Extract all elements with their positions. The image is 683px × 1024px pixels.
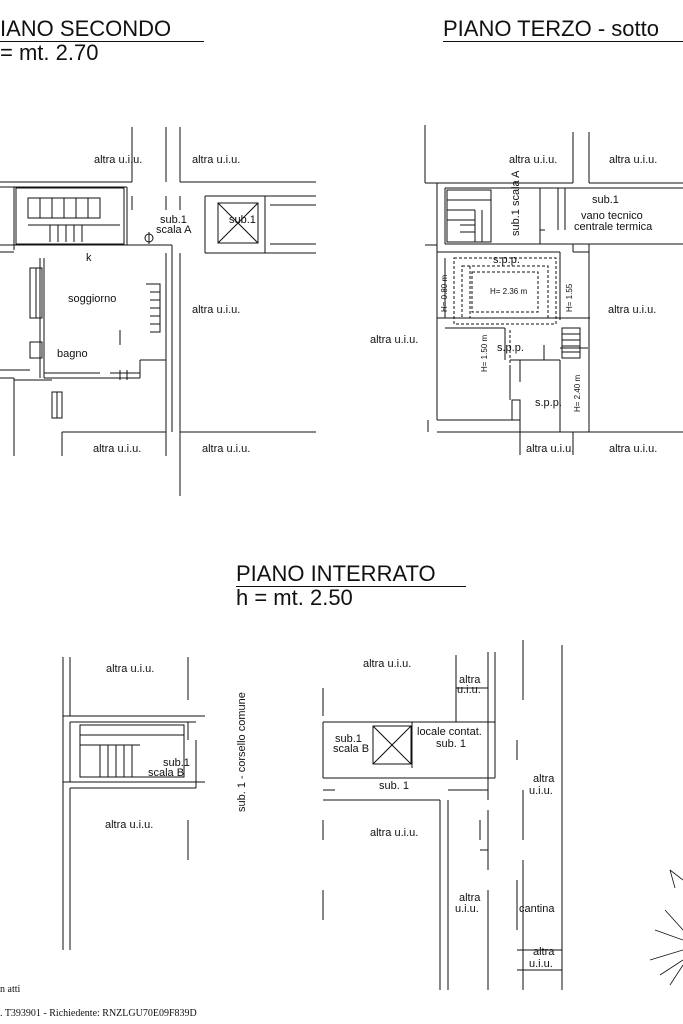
interrato-label-altra-uiu-2: altra u.i.u. — [105, 819, 154, 831]
terzo-label-spp-3: s.p.p. — [535, 397, 562, 409]
secondo-label-k: k — [86, 252, 92, 264]
secondo-label-altra-uiu-3: altra u.i.u. — [192, 304, 241, 316]
interrato-label-altra-uiu-3: altra u.i.u. — [363, 658, 412, 670]
secondo-label-sub1: sub.1 — [160, 214, 187, 226]
piano-interrato-height: h = mt. 2.50 — [236, 585, 353, 610]
terzo-label-altra-uiu-1: altra u.i.u. — [509, 154, 558, 166]
terzo-label-spp-2: s.p.p. — [497, 342, 524, 354]
interrato-label-sub-1-locale: sub. 1 — [436, 738, 466, 750]
interrato-label-corsello: sub. 1 - corsello comune — [236, 692, 248, 812]
interrato-label-cantina: cantina — [519, 903, 555, 915]
interrato-label-altra-uiu-4: altra u.i.u. — [370, 827, 419, 839]
terzo-label-sub1: sub.1 — [592, 194, 619, 206]
terzo-label-h240: H= 2.40 m — [573, 374, 582, 412]
terzo-label-h150: H= 1.50 m — [480, 334, 489, 372]
piano-secondo-walls — [0, 127, 316, 496]
terzo-label-altra-uiu-5: altra u.i.u. — [526, 443, 575, 455]
interrato-label-sub1-scala: sub.1 — [335, 733, 362, 745]
footer-atti: n atti — [0, 984, 21, 995]
secondo-label-altra-uiu-5: altra u.i.u. — [202, 443, 251, 455]
terzo-label-vano-tecnico: vano tecnico — [581, 210, 643, 222]
secondo-label-altra-uiu-4: altra u.i.u. — [93, 443, 142, 455]
secondo-label-sub1-box: sub.1 — [229, 214, 256, 226]
footer-richiedente: . T393901 - Richiedente: RNZLGU70E09F839… — [0, 1008, 197, 1019]
piano-terzo-stairs — [446, 189, 581, 421]
interrato-label-altra-mid: altra — [459, 892, 481, 904]
secondo-label-altra-uiu-1: altra u.i.u. — [94, 154, 143, 166]
compass-rose — [649, 869, 683, 986]
interrato-label-uiu-mid: u.i.u. — [455, 903, 479, 915]
interrato-label-altra-uiu-1: altra u.i.u. — [106, 663, 155, 675]
terzo-label-altra-uiu-3: altra u.i.u. — [608, 304, 657, 316]
interrato-label-scala-b: scala B — [148, 767, 185, 779]
terzo-label-h155: H= 1.55 — [565, 283, 574, 312]
secondo-label-altra-uiu-2: altra u.i.u. — [192, 154, 241, 166]
interrato-label-altra-top: altra — [459, 674, 481, 686]
piano-secondo-underline — [0, 41, 204, 42]
terzo-label-sub1-scala-a: sub.1 scala A — [510, 170, 522, 236]
piano-terzo-title: PIANO TERZO - sotto — [443, 16, 659, 41]
interrato-label-sub1-b: sub.1 — [163, 757, 190, 769]
piano-terzo-spp-dashed — [453, 257, 560, 400]
interrato-label-uiu-top: u.i.u. — [457, 684, 481, 696]
terzo-label-h236: H= 2.36 m — [490, 287, 528, 296]
terzo-label-altra-uiu-6: altra u.i.u. — [609, 443, 658, 455]
piano-terzo-walls — [424, 125, 683, 455]
secondo-label-soggiorno: soggiorno — [68, 293, 117, 305]
interrato-label-uiu-right-1: u.i.u. — [529, 785, 553, 797]
terzo-label-centrale-termica: centrale termica — [574, 221, 653, 233]
piano-interrato-title: PIANO INTERRATO — [236, 561, 436, 586]
piano-secondo-stairs — [15, 187, 161, 333]
secondo-label-scala-a: scala A — [156, 224, 192, 236]
terzo-label-altra-uiu-4: altra u.i.u. — [370, 334, 419, 346]
terzo-label-spp-1: s.p.p. — [493, 254, 520, 266]
interrato-label-altra-right-1: altra — [533, 773, 555, 785]
piano-terzo-underline — [443, 41, 683, 42]
secondo-label-bagno: bagno — [57, 348, 88, 360]
piano-secondo-title: IANO SECONDO — [0, 16, 172, 41]
interrato-label-scala-b-2: scala B — [333, 743, 370, 755]
interrato-label-sub-1-corridor: sub. 1 — [379, 780, 409, 792]
piano-secondo-height: = mt. 2.70 — [0, 40, 99, 65]
piano-interrato-underline — [236, 586, 466, 587]
interrato-label-uiu-right-2: u.i.u. — [529, 958, 553, 970]
interrato-label-altra-right-2: altra — [533, 946, 555, 958]
interrato-label-locale-contat: locale contat. — [417, 726, 482, 738]
piano-interrato-stairs — [79, 724, 185, 778]
terzo-label-h080: H= 0.80 m — [440, 274, 449, 312]
piano-interrato-walls — [62, 640, 563, 990]
terzo-label-altra-uiu-2: altra u.i.u. — [609, 154, 658, 166]
